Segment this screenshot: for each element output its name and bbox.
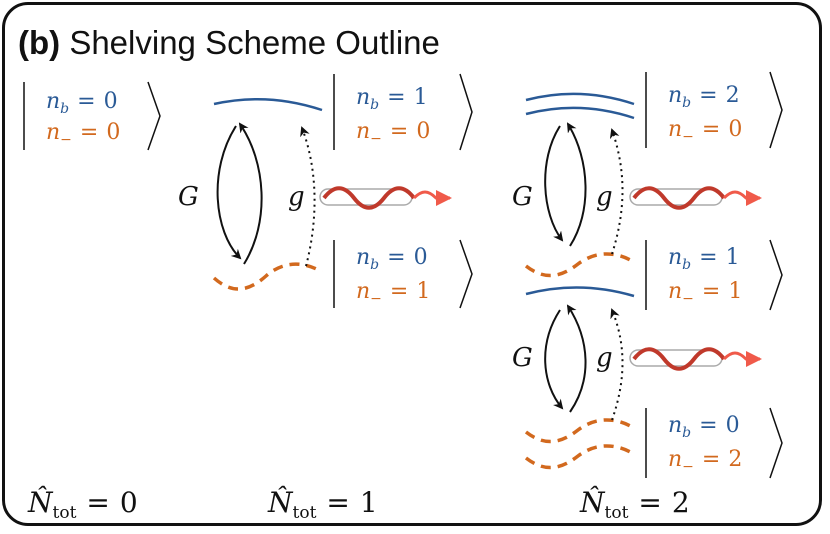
- nminus-value: 1: [416, 279, 430, 304]
- strong-coupling-arrow-down-lower: [544, 309, 564, 410]
- svg-text:nb=2: nb=2: [668, 83, 740, 111]
- svg-text:n−=0: n−= 0: [46, 120, 120, 148]
- dark-level-double: [524, 418, 635, 444]
- sector-label-1: N̂tot=1: [267, 486, 378, 523]
- coupling-G-label-lower: G: [512, 343, 533, 373]
- coupling-g-label-lower: g: [596, 343, 613, 373]
- mixed-level-dark: [524, 252, 635, 278]
- strong-coupling-arrow-up-upper: [566, 122, 587, 247]
- nminus-value: 0: [106, 120, 120, 145]
- dark-level: [212, 262, 323, 291]
- coupling-G-label: G: [178, 182, 199, 212]
- strong-coupling-arrow-up: [238, 122, 263, 265]
- nb-symbol: n: [46, 89, 60, 114]
- figure-panel: [2, 2, 822, 526]
- nb-value: 0: [104, 89, 118, 114]
- svg-text:n−=2: n−=2: [668, 447, 742, 475]
- equals-sign: =: [80, 120, 98, 145]
- svg-text:nb=1: nb=1: [356, 85, 428, 113]
- title-text: Shelving Scheme Outline: [69, 24, 440, 61]
- nb-value: 2: [726, 83, 740, 108]
- emitted-photon-lower: [629, 347, 762, 371]
- coupling-G-label-upper: G: [512, 182, 533, 212]
- ket-s2-0: nb=2 n−=0: [645, 71, 783, 149]
- ket-s0-0: nb=0 n−=0: [23, 81, 161, 151]
- strong-coupling-arrow-up-lower: [566, 304, 587, 413]
- nb-value: 0: [414, 245, 428, 270]
- dark-level-double-2: [524, 444, 635, 470]
- coupling-g-label-upper: g: [596, 182, 613, 212]
- equals-sign: =: [77, 89, 95, 114]
- bright-level: [213, 97, 323, 112]
- strong-coupling-arrow-down: [216, 125, 242, 260]
- nb-value: 1: [726, 245, 740, 270]
- nminus-symbol: n: [46, 120, 60, 145]
- bright-level-double-2: [525, 106, 635, 120]
- svg-text:n−=0: n−=0: [356, 119, 430, 147]
- emitted-photon: [319, 186, 452, 210]
- nminus-subscript: −: [60, 132, 72, 148]
- emitted-photon-upper: [629, 186, 762, 210]
- ket-s1-0: nb=1 n−=0: [333, 73, 473, 151]
- nb-value: 0: [726, 413, 740, 438]
- coupling-g-label: g: [288, 182, 305, 212]
- ket-s2-1: nb=1 n−=1: [645, 239, 783, 311]
- svg-text:nb=0: nb=0: [668, 413, 740, 441]
- sector-label-0: N̂tot=0: [27, 486, 138, 523]
- mixed-level-bright: [525, 286, 635, 298]
- nminus-value: 1: [728, 279, 742, 304]
- svg-text:nb=1: nb=1: [668, 245, 740, 273]
- svg-text:n−=1: n−=1: [668, 279, 742, 307]
- nminus-value: 2: [728, 447, 742, 472]
- svg-text:n−=1: n−=1: [356, 279, 430, 307]
- ket-s1-1: nb=0 n−=1: [333, 239, 473, 309]
- strong-coupling-arrow-down-upper: [544, 125, 564, 242]
- bright-level-double: [525, 92, 635, 106]
- sector-label-2: N̂tot=2: [579, 486, 690, 523]
- svg-text:nb=0: nb = 0: [46, 89, 118, 117]
- figure-title: (b) Shelving Scheme Outline: [18, 24, 440, 62]
- ket-s2-2: nb=0 n−=2: [645, 407, 783, 479]
- nminus-value: 0: [728, 117, 742, 142]
- nb-subscript: b: [60, 101, 69, 117]
- nb-value: 1: [414, 85, 428, 110]
- weak-coupling-arrow-lower: [610, 308, 624, 421]
- weak-coupling-arrow-upper: [609, 128, 624, 255]
- svg-text:n−=0: n−=0: [668, 117, 742, 145]
- panel-tag: (b): [18, 24, 61, 61]
- svg-text:nb=0: nb=0: [356, 245, 428, 273]
- nminus-value: 0: [416, 119, 430, 144]
